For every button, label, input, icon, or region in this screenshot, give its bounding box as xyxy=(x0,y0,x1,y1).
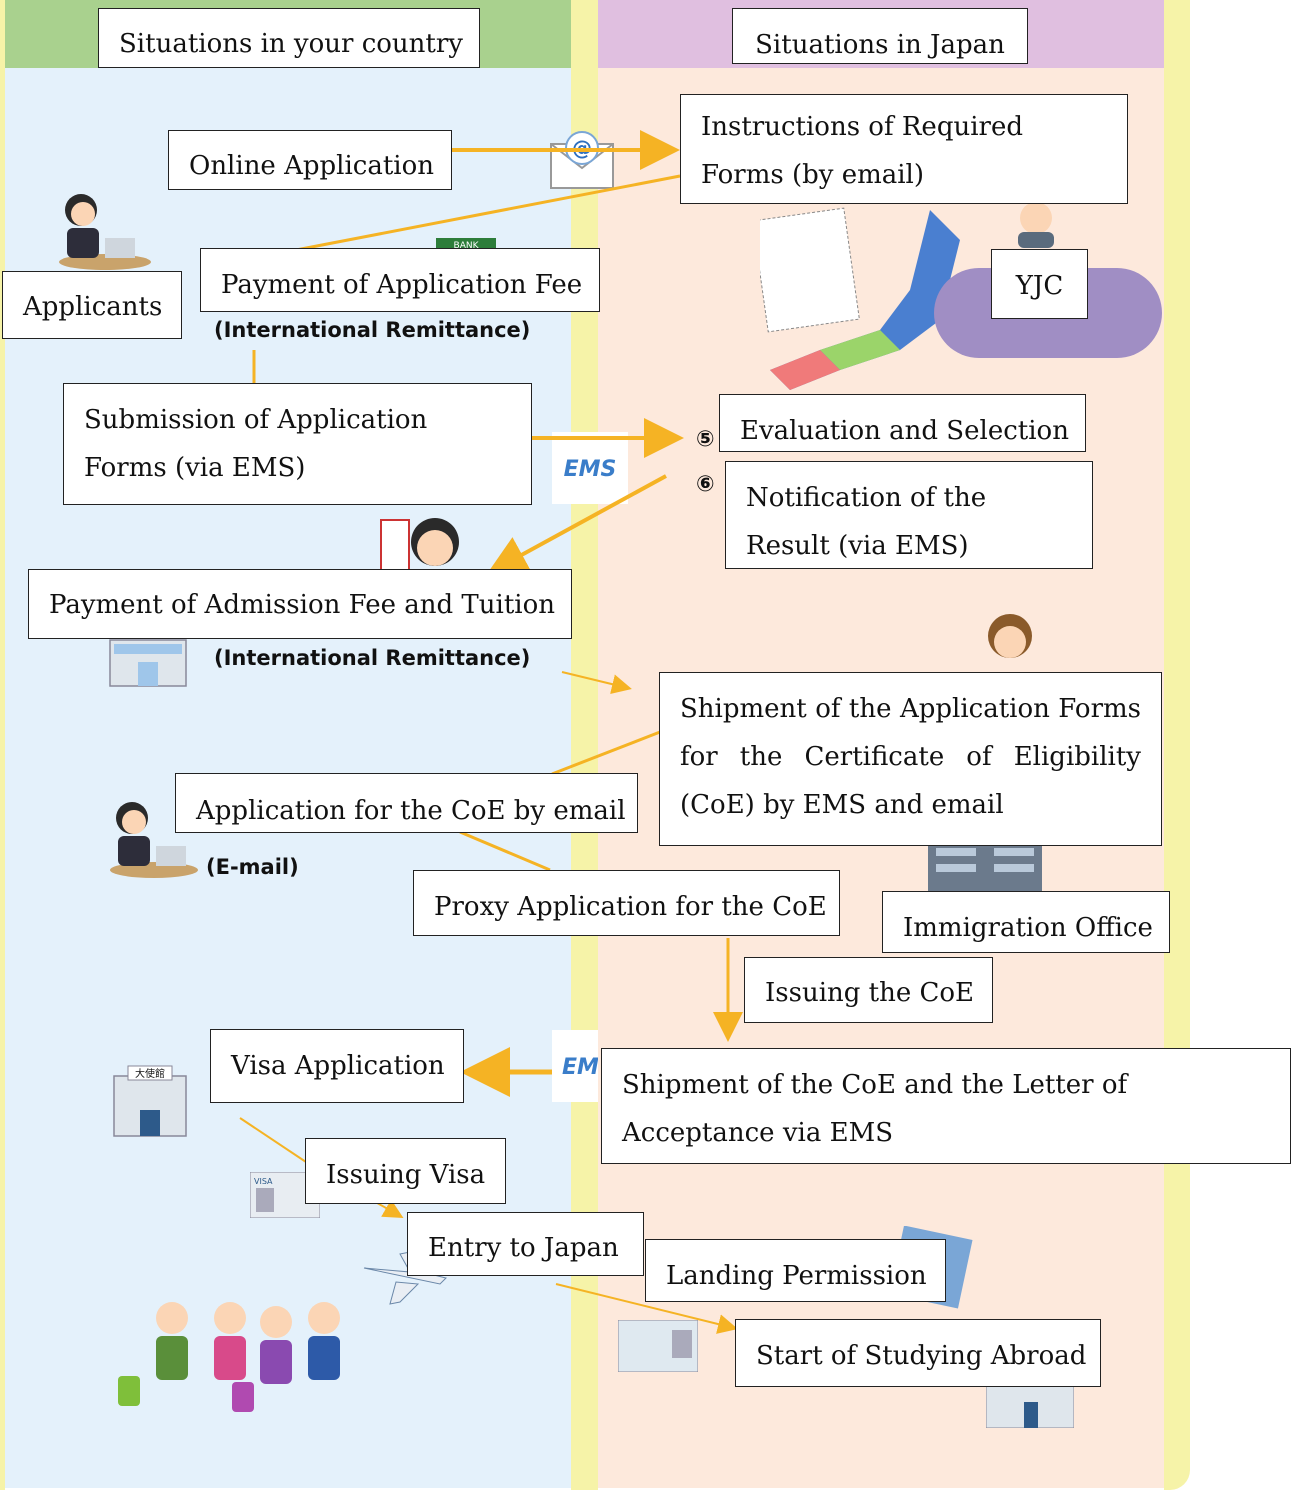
arrow-payment-to-shipment xyxy=(561,671,632,694)
svg-text:BANK: BANK xyxy=(454,241,480,250)
right-column-header: Situations in Japan xyxy=(732,8,1028,64)
frame-left xyxy=(0,0,5,1490)
bank-building-icon xyxy=(109,639,187,687)
svg-text:EMS: EMS xyxy=(562,1055,598,1080)
email-note: (E-mail) xyxy=(206,855,299,879)
shipment-coe-box: Shipment of the CoE and the Letter of Ac… xyxy=(601,1048,1291,1164)
coe-application-box: Application for the CoE by email xyxy=(175,773,638,833)
arrow-entry-to-start xyxy=(555,1283,738,1334)
landing-permission-box: Landing Permission xyxy=(645,1239,946,1302)
ems-icon: EMS xyxy=(552,432,628,504)
staff-headset-icon-2 xyxy=(988,614,1032,658)
ems-icon-2: EMS xyxy=(552,1030,598,1102)
applicant-at-laptop-icon-2 xyxy=(110,802,198,878)
svg-text:EMS: EMS xyxy=(564,457,617,482)
arrow-instructions-to-payment xyxy=(295,174,681,252)
svg-text:大使館: 大使館 xyxy=(135,1067,165,1080)
start-studying-box: Start of Studying Abroad xyxy=(735,1319,1101,1387)
issuing-coe-box: Issuing the CoE xyxy=(744,957,993,1023)
bank-icon: BANK xyxy=(436,238,496,250)
remittance-note-2: (International Remittance) xyxy=(214,646,531,670)
applicant-at-laptop-icon xyxy=(59,194,151,270)
arrow-notification-to-payment xyxy=(486,474,667,574)
remittance-note-1: (International Remittance) xyxy=(214,318,531,342)
students-travelling-icon xyxy=(118,1302,340,1412)
immigration-building-icon xyxy=(928,842,1042,892)
embassy-building-icon: 大使館 xyxy=(113,1065,187,1137)
evaluation-box: Evaluation and Selection xyxy=(719,394,1086,452)
yjc-label: YJC xyxy=(991,249,1088,319)
arrow-coe-application-to-proxy xyxy=(459,830,551,872)
step-five-number: ⑤ xyxy=(696,427,715,452)
notification-box: Notification of the Result (via EMS) xyxy=(725,461,1093,569)
residence-card-icon xyxy=(618,1320,698,1372)
payment-admission-box: Payment of Admission Fee and Tuition xyxy=(28,569,572,639)
immigration-office-label: Immigration Office xyxy=(882,891,1170,953)
school-building-icon xyxy=(986,1386,1074,1428)
staff-headset-icon xyxy=(1018,202,1054,248)
proxy-application-box: Proxy Application for the CoE xyxy=(413,870,840,936)
japan-map-icon xyxy=(760,207,960,390)
admitted-student-icon xyxy=(380,518,459,571)
payment-application-fee-box: Payment of Application Fee xyxy=(200,248,600,312)
submission-box: Submission of Application Forms (via EMS… xyxy=(63,383,532,505)
frame-right xyxy=(1164,0,1190,1490)
entry-to-japan-box: Entry to Japan xyxy=(407,1212,644,1276)
svg-text:VISA: VISA xyxy=(254,1177,273,1186)
arrow-shipment-to-coe-application xyxy=(551,730,661,776)
left-column-header: Situations in your country xyxy=(98,8,480,68)
applicants-label: Applicants xyxy=(2,271,182,339)
issuing-visa-box: Issuing Visa xyxy=(305,1138,506,1204)
visa-application-box: Visa Application xyxy=(210,1029,464,1103)
shipment-coe-forms-box: Shipment of the Application Forms for th… xyxy=(659,672,1162,846)
arrow-visa-to-issuing xyxy=(239,1117,307,1163)
step-six-number: ⑥ xyxy=(696,472,715,497)
instructions-box: Instructions of Required Forms (by email… xyxy=(680,94,1128,204)
online-application-box: Online Application xyxy=(168,130,452,190)
